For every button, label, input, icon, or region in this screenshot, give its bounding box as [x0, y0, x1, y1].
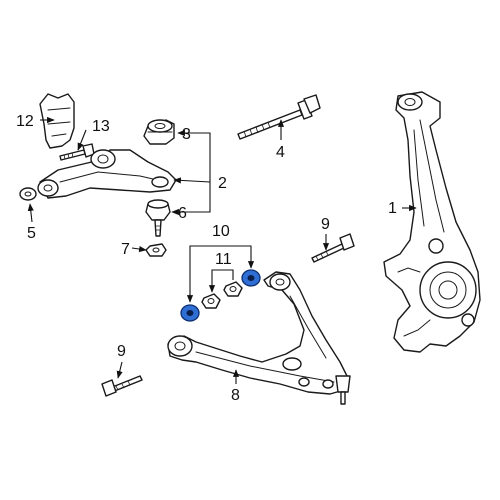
small-bolt	[59, 143, 95, 161]
long-bolt-lower	[101, 375, 143, 397]
upper-control-arm	[37, 149, 177, 199]
steering-knuckle	[383, 91, 481, 353]
cam-washer-left	[180, 304, 200, 322]
long-bolt-upper	[237, 94, 321, 140]
callout-9-lower: 9	[117, 343, 126, 360]
callout-9-right: 9	[321, 216, 330, 233]
bushing	[143, 119, 175, 145]
lower-control-arm	[167, 271, 351, 405]
nut-11-right	[223, 281, 243, 297]
callout-3: 3	[182, 126, 191, 143]
callout-10: 10	[212, 223, 230, 240]
nut-11-left	[201, 293, 221, 309]
callout-12: 12	[16, 113, 34, 130]
callout-7: 7	[121, 241, 130, 258]
callout-13: 13	[92, 118, 110, 135]
bolt-right	[311, 233, 355, 263]
ball-joint	[145, 199, 171, 237]
callout-8: 8	[231, 387, 240, 404]
washer	[19, 187, 37, 201]
callout-4: 4	[276, 144, 285, 161]
cam-washer-right	[241, 269, 261, 287]
callout-6: 6	[178, 205, 187, 222]
callout-5: 5	[27, 225, 36, 242]
heat-shield-bracket	[39, 93, 75, 149]
nut-7	[145, 243, 167, 257]
leader-lines	[27, 116, 417, 384]
callout-11: 11	[215, 251, 232, 268]
callout-1: 1	[388, 200, 397, 217]
callout-2: 2	[218, 175, 227, 192]
